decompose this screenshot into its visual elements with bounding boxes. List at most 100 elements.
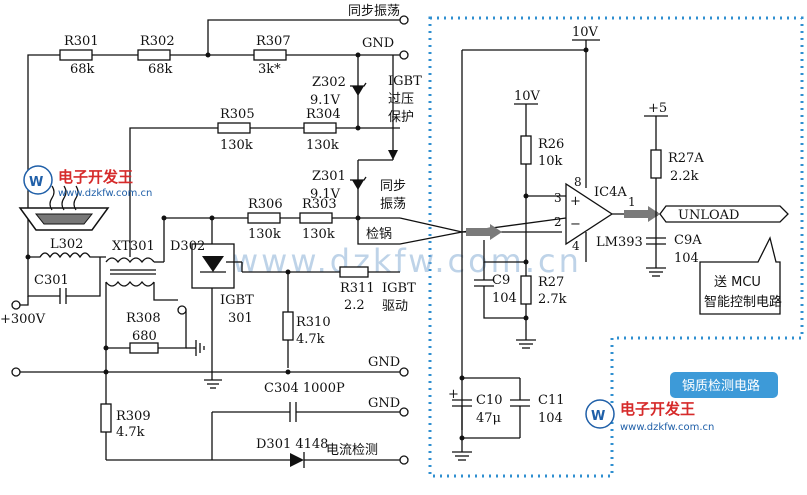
logo-bottom-title: 电子开发王 — [620, 400, 695, 418]
label-r310-val: 4.7k — [296, 332, 325, 347]
terminal-gnd-mid — [399, 367, 409, 377]
pan-detection-region-border — [428, 16, 804, 478]
label-10v-top: 10V — [572, 25, 599, 40]
svg-text:W: W — [591, 409, 605, 424]
label-r306-val: 130k — [248, 227, 281, 242]
label-gnd-low: GND — [368, 396, 400, 411]
resistor-r27 — [520, 275, 532, 305]
label-r305-val: 130k — [220, 138, 253, 153]
label-r311: R311 — [340, 281, 375, 296]
terminal-gnd-low — [399, 407, 409, 417]
resistor-r302 — [137, 49, 171, 61]
comparator-ic4a — [565, 182, 614, 246]
label-r304-val: 130k — [306, 138, 339, 153]
logo-bottom: W — [585, 399, 615, 429]
logo-top: W — [23, 165, 53, 195]
label-l302: L302 — [50, 237, 83, 252]
label-c11: C11 — [538, 393, 565, 408]
label-r308: R308 — [126, 311, 161, 326]
label-unload: UNLOAD — [678, 208, 739, 223]
label-c9a: C9A — [674, 233, 702, 248]
label-r26-val: 10k — [538, 154, 563, 169]
label-r27: R27 — [538, 275, 564, 290]
label-c10-plus: + — [448, 387, 459, 402]
label-igbt-over-3: 保护 — [388, 110, 414, 125]
label-sync-osc-top: 同步振荡 — [348, 4, 400, 19]
label-10v-mid: 10V — [514, 89, 541, 104]
inductor-l302 — [28, 252, 106, 259]
label-r303: R303 — [302, 197, 337, 212]
resistor-r304 — [303, 122, 337, 134]
label-gnd-mid: GND — [368, 355, 400, 370]
label-c10-val: 47μ — [476, 411, 501, 426]
terminal-current-detect — [399, 455, 409, 465]
watermark-text: www.dzkfw.com.cn — [232, 242, 582, 280]
label-mcu-2: 智能控制电路 — [704, 294, 782, 310]
cooking-pan-icon — [18, 185, 110, 231]
label-r305: R305 — [220, 107, 255, 122]
label-plus: + — [570, 194, 581, 209]
terminal-300v — [11, 300, 21, 310]
label-ic4a: IC4A — [594, 185, 627, 200]
logo-top-url: www.dzkfw.com.cn — [58, 188, 152, 199]
label-c304: C304 1000P — [264, 381, 345, 396]
label-r307: R307 — [256, 34, 291, 49]
mcu-callout — [699, 236, 781, 315]
resistor-r306 — [247, 212, 281, 224]
transformer-xt301 — [105, 257, 156, 287]
label-z301-val: 9.1V — [310, 187, 341, 202]
label-r301-val: 68k — [70, 62, 95, 77]
label-gnd-top: GND — [362, 36, 394, 51]
zener-z302 — [350, 82, 367, 96]
resistor-r307 — [253, 49, 287, 61]
label-r302-val: 68k — [148, 62, 173, 77]
signal-arrow-out — [624, 206, 660, 222]
label-r309: R309 — [116, 409, 151, 424]
resistor-r310 — [282, 311, 294, 341]
label-igbt-dev-num: 301 — [228, 311, 253, 326]
label-igbt-drive-2: 驱动 — [382, 299, 408, 314]
label-p5: +5 — [648, 101, 667, 116]
label-z301: Z301 — [312, 169, 346, 184]
label-pin3: 3 — [554, 191, 562, 205]
label-r26: R26 — [538, 137, 564, 152]
label-pin8: 8 — [574, 175, 582, 189]
resistor-r303 — [299, 212, 333, 224]
logo-top-title: 电子开发王 — [58, 168, 133, 186]
label-minus: − — [570, 217, 581, 232]
label-r308-val: 680 — [132, 329, 157, 344]
label-pin4: 4 — [572, 239, 580, 253]
logo-bottom-url: www.dzkfw.com.cn — [620, 422, 714, 433]
label-c9: C9 — [492, 273, 510, 288]
resistor-r305 — [217, 122, 251, 134]
label-d301: D301 4148 — [256, 437, 328, 452]
label-r310: R310 — [296, 315, 331, 330]
label-d302: D302 — [170, 239, 205, 254]
section-label-box — [670, 372, 778, 398]
label-r306: R306 — [248, 197, 283, 212]
resistor-r311 — [339, 266, 369, 278]
label-igbt-over-2: 过压 — [388, 92, 414, 107]
label-sync-mid-2: 振荡 — [380, 197, 406, 212]
diode-d301 — [290, 452, 305, 468]
label-r311-val: 2.2 — [344, 298, 365, 313]
label-r303-val: 130k — [302, 227, 335, 242]
svg-text:W: W — [29, 175, 43, 190]
label-igbt-over-1: IGBT — [388, 74, 422, 89]
resistor-r309 — [100, 403, 112, 433]
label-z302: Z302 — [312, 75, 346, 90]
label-r302: R302 — [140, 34, 175, 49]
label-r301: R301 — [64, 34, 99, 49]
label-r27-val: 2.7k — [538, 292, 567, 307]
label-sync-mid-1: 同步 — [380, 179, 406, 194]
label-igbt-drive-1: IGBT — [382, 281, 416, 296]
label-current-detect: 电流检测 — [326, 443, 378, 458]
label-c301: C301 — [34, 273, 69, 288]
label-mcu-1: 送 MCU — [714, 275, 761, 290]
resistor-r301 — [59, 49, 93, 61]
resistor-r308 — [129, 342, 159, 354]
signal-arrow-in — [466, 224, 502, 240]
igbt-301 — [191, 243, 243, 289]
label-pan-detect: 检锅 — [366, 226, 392, 242]
unload-tag — [659, 205, 789, 223]
